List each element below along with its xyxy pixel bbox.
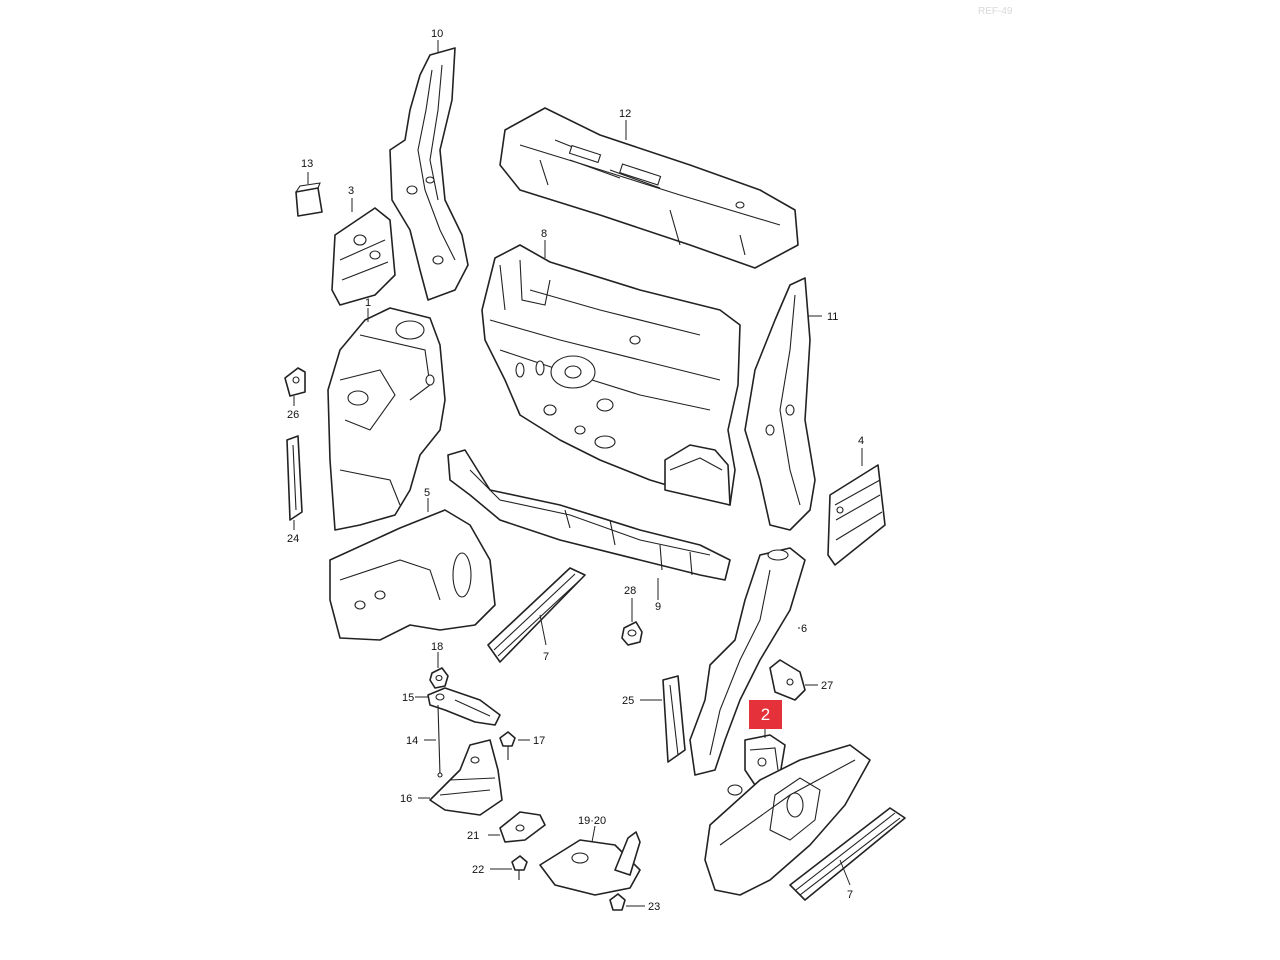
part-24-strip: [286, 435, 303, 521]
part-7-rail-right: [789, 807, 906, 901]
part-4-plate: [827, 464, 886, 566]
callout-3: 3: [348, 185, 354, 197]
callout-25: 25: [622, 695, 634, 707]
callout-7-left: 7: [543, 651, 549, 663]
part-18-nut: [429, 667, 449, 689]
callout-11: 11: [827, 311, 838, 323]
callout-14: 14: [406, 735, 418, 747]
callout-23: 23: [648, 901, 660, 913]
callout-1: 1: [365, 297, 371, 309]
part-17-bolt: [499, 731, 516, 760]
callout-17: 17: [533, 735, 545, 747]
callout-6: 6: [801, 623, 807, 635]
part-lower-frame: [704, 744, 871, 896]
callout-9: 9: [655, 601, 661, 613]
part-21-bracket: [499, 811, 546, 843]
part-10-pillar-inner: [389, 47, 469, 301]
callout-12: 12: [619, 108, 631, 120]
part-15-strap: [427, 687, 501, 726]
part-19-20-mount: [539, 831, 641, 896]
callout-18: 18: [431, 641, 443, 653]
callout-13: 13: [301, 158, 313, 170]
callout-24: 24: [287, 533, 299, 545]
part-6-side-member: [689, 547, 806, 776]
callout-19-20: 19·20: [578, 815, 606, 827]
part-27-bracket: [769, 659, 806, 701]
part-28-nut: [621, 621, 643, 646]
highlight-badge: 2: [749, 700, 782, 729]
part-7-rail-left: [487, 567, 586, 663]
part-11-pillar-right: [744, 277, 816, 531]
part-12-cowl-upper: [499, 107, 799, 269]
part-23-bolt: [609, 893, 626, 911]
callout-22: 22: [472, 864, 484, 876]
callout-28: 28: [624, 585, 636, 597]
part-5-apron: [329, 509, 496, 641]
corner-reference: REF-49: [978, 6, 1013, 17]
callout-15: 15: [402, 692, 414, 704]
part-14-rod: [437, 704, 443, 778]
callout-27: 27: [821, 680, 833, 692]
part-8-dash-panel: [481, 244, 741, 506]
part-3-bracket: [331, 207, 396, 306]
part-25-strip: [662, 675, 686, 763]
callout-10: 10: [431, 28, 443, 40]
callout-26: 26: [287, 409, 299, 421]
callout-8: 8: [541, 228, 547, 240]
callout-21: 21: [467, 830, 479, 842]
part-1-wheelhouse: [327, 307, 446, 531]
part-26-bracket: [284, 367, 306, 397]
callout-16: 16: [400, 793, 412, 805]
part-16-tray: [429, 739, 503, 816]
callout-4: 4: [858, 435, 864, 447]
part-22-bolt: [511, 855, 528, 880]
part-13-pad: [295, 182, 323, 217]
part-9-crossmember: [447, 449, 731, 581]
callout-5: 5: [424, 487, 430, 499]
callout-7-right: 7: [847, 889, 853, 901]
